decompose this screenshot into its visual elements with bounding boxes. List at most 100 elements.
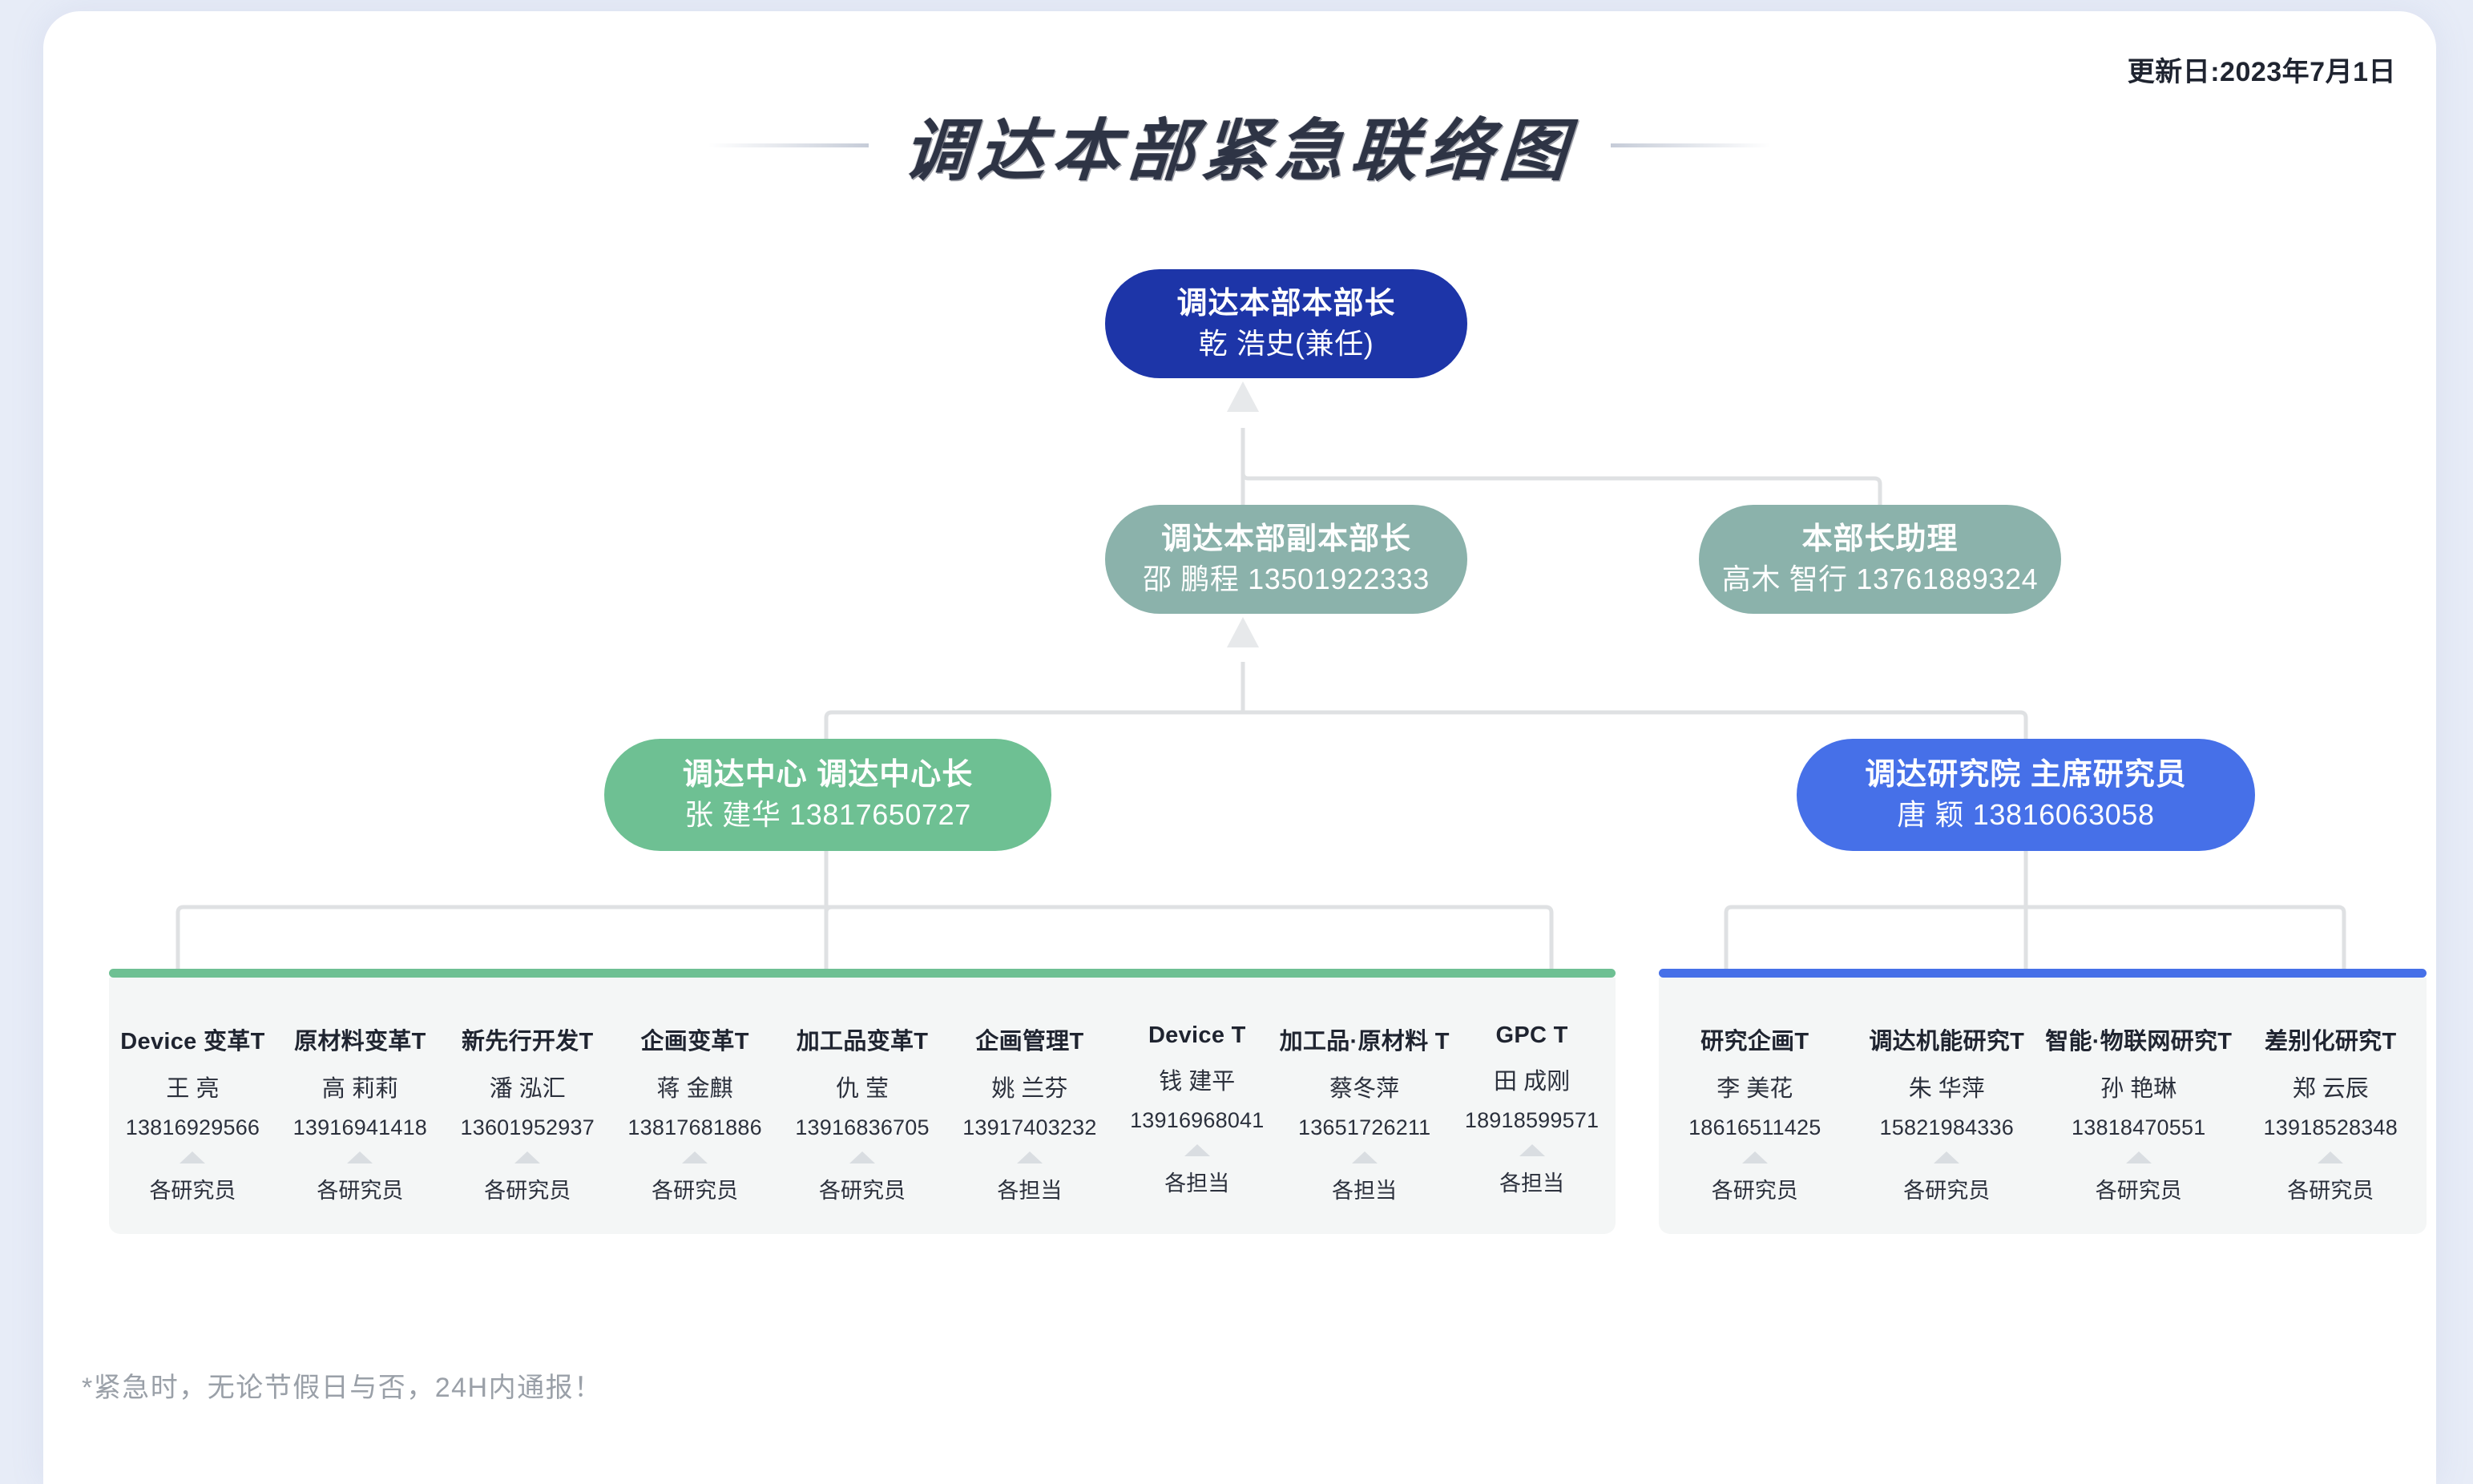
contact-phone: 18616511425 (1688, 1115, 1821, 1139)
contact-phone: 13651726211 (1297, 1115, 1431, 1139)
contact-role: 各担当 (1499, 1171, 1565, 1196)
triangle-up-icon (1016, 1151, 1043, 1163)
node-role: 本部长助理 (1801, 522, 1959, 557)
contact-name: 蒋 金麒 (656, 1076, 733, 1102)
triangle-up-icon (180, 1151, 206, 1163)
contact-name: 高 莉莉 (321, 1076, 398, 1102)
team-name: 智能·物联网研究T (2045, 1029, 2233, 1055)
arrow-up-icon (1227, 617, 1259, 647)
triangle-up-icon (1519, 1144, 1545, 1156)
contact-phone: 13816929566 (125, 1115, 260, 1139)
contact-role: 各研究员 (317, 1179, 404, 1203)
node-role: 调达研究院 主席研究员 (1865, 758, 2187, 792)
page-title: 调达本部紧急联络图 (901, 114, 1578, 189)
team-column[interactable]: 加工品·原材料 T 蔡冬萍 13651726211 各担当 (1279, 1022, 1450, 1204)
contact-name: 蔡冬萍 (1329, 1076, 1400, 1102)
contact-name: 潘 泓汇 (489, 1076, 566, 1102)
team-name: 企画管理T (975, 1029, 1084, 1055)
contact-role: 各研究员 (149, 1179, 236, 1203)
contact-phone: 13601952937 (460, 1115, 595, 1139)
chart-card: 更新日:2023年7月1日 调达本部紧急联络图 (43, 11, 2436, 1484)
team-name: 企画变革T (640, 1029, 749, 1055)
team-name: 研究企画T (1700, 1029, 1809, 1055)
node-procurement-center[interactable]: 调达中心 调达中心长 张 建华 13817650727 (604, 739, 1051, 851)
contact-role: 各研究员 (819, 1179, 906, 1203)
contact-name: 郑 云辰 (2292, 1076, 2369, 1102)
team-name: 差别化研究T (2264, 1029, 2397, 1055)
contact-role: 各担当 (1332, 1179, 1398, 1203)
node-role: 调达中心 调达中心长 (682, 758, 974, 792)
triangle-up-icon (1184, 1144, 1210, 1156)
update-date-label: 更新日:2023年7月1日 (2127, 57, 2396, 87)
contact-role: 各研究员 (1711, 1179, 1798, 1203)
team-column[interactable]: 原材料变革T 高 莉莉 13916941418 各研究员 (276, 1022, 444, 1204)
right-group-panel: 研究企画T 李 美花 18616511425 各研究员 调达机能研究T 朱 华萍 15821… (1659, 969, 2427, 1234)
contact-phone: 13917403232 (962, 1115, 1097, 1139)
contact-name: 朱 华萍 (1908, 1076, 1985, 1102)
team-column[interactable]: 研究企画T 李 美花 18616511425 各研究员 (1659, 1022, 1851, 1204)
node-person: 高木 智行 13761889324 (1721, 563, 2039, 596)
node-deputy-head[interactable]: 调达本部副本部长 邵 鹏程 13501922333 (1105, 505, 1467, 614)
triangle-up-icon (682, 1151, 708, 1163)
right-group-columns: 研究企画T 李 美花 18616511425 各研究员 调达机能研究T 朱 华萍 15821… (1659, 978, 2427, 1234)
left-group-topbar (109, 969, 1616, 978)
node-person: 张 建华 13817650727 (684, 798, 971, 832)
contact-name: 孙 艳琳 (2100, 1076, 2177, 1102)
team-name: 新先行开发T (461, 1029, 594, 1055)
triangle-up-icon (849, 1151, 875, 1163)
team-name: GPC T (1495, 1022, 1568, 1048)
contact-phone: 13916836705 (795, 1115, 930, 1139)
team-column[interactable]: 企画变革T 蒋 金麒 13817681886 各研究员 (611, 1022, 779, 1204)
right-group-topbar (1659, 969, 2427, 978)
node-head-of-division[interactable]: 调达本部本部长 乾 浩史(兼任) (1105, 269, 1467, 378)
team-column[interactable]: 差别化研究T 郑 云辰 13918528348 各研究员 (2235, 1022, 2427, 1204)
contact-role: 各研究员 (2287, 1179, 2374, 1203)
node-person: 邵 鹏程 13501922333 (1143, 563, 1430, 596)
contact-name: 李 美花 (1717, 1076, 1793, 1102)
title-rule-right-icon (1610, 143, 1771, 147)
contact-name: 田 成刚 (1494, 1069, 1571, 1095)
contact-role: 各研究员 (1903, 1179, 1991, 1203)
contact-name: 钱 建平 (1159, 1069, 1236, 1095)
contact-phone: 13818470551 (2072, 1115, 2206, 1139)
triangle-up-icon (1741, 1151, 1768, 1163)
contact-role: 各担当 (997, 1179, 1063, 1203)
team-column[interactable]: GPC T 田 成刚 18918599571 各担当 (1448, 1022, 1616, 1197)
contact-role: 各研究员 (652, 1179, 739, 1203)
contact-phone: 13916941418 (292, 1115, 428, 1139)
triangle-up-icon (514, 1151, 541, 1163)
node-research-institute[interactable]: 调达研究院 主席研究员 唐 颖 13816063058 (1797, 739, 2255, 851)
team-name: 调达机能研究T (1869, 1029, 2025, 1055)
arrow-up-icon (1227, 381, 1259, 412)
node-person: 乾 浩史(兼任) (1198, 327, 1374, 361)
team-column[interactable]: 调达机能研究T 朱 华萍 15821984336 各研究员 (1851, 1022, 2043, 1204)
node-role: 调达本部副本部长 (1160, 522, 1411, 557)
contact-phone: 13916968041 (1130, 1108, 1265, 1132)
contact-phone: 15821984336 (1879, 1115, 2014, 1139)
team-name: Device 变革T (120, 1029, 265, 1055)
title-row: 调达本部紧急联络图 (43, 101, 2436, 189)
team-name: Device T (1148, 1022, 1246, 1048)
team-column[interactable]: 企画管理T 姚 兰芬 13917403232 各担当 (946, 1022, 1113, 1204)
triangle-up-icon (2125, 1151, 2152, 1163)
triangle-up-icon (2318, 1151, 2344, 1163)
team-column[interactable]: 新先行开发T 潘 泓汇 13601952937 各研究员 (444, 1022, 611, 1204)
team-name: 加工品·原材料 T (1279, 1029, 1450, 1055)
contact-phone: 18918599571 (1464, 1108, 1600, 1132)
contact-phone: 13918528348 (2263, 1115, 2398, 1139)
contact-phone: 13817681886 (627, 1115, 762, 1139)
triangle-up-icon (347, 1151, 373, 1163)
node-role: 调达本部本部长 (1176, 287, 1396, 321)
contact-name: 姚 兰芬 (991, 1076, 1068, 1102)
triangle-up-icon (1351, 1151, 1378, 1163)
team-name: 原材料变革T (294, 1029, 426, 1055)
footnote-text: *紧急时，无论节假日与否，24H内通报！ (82, 1373, 603, 1403)
node-head-assistant[interactable]: 本部长助理 高木 智行 13761889324 (1699, 505, 2061, 614)
contact-role: 各研究员 (484, 1179, 571, 1203)
